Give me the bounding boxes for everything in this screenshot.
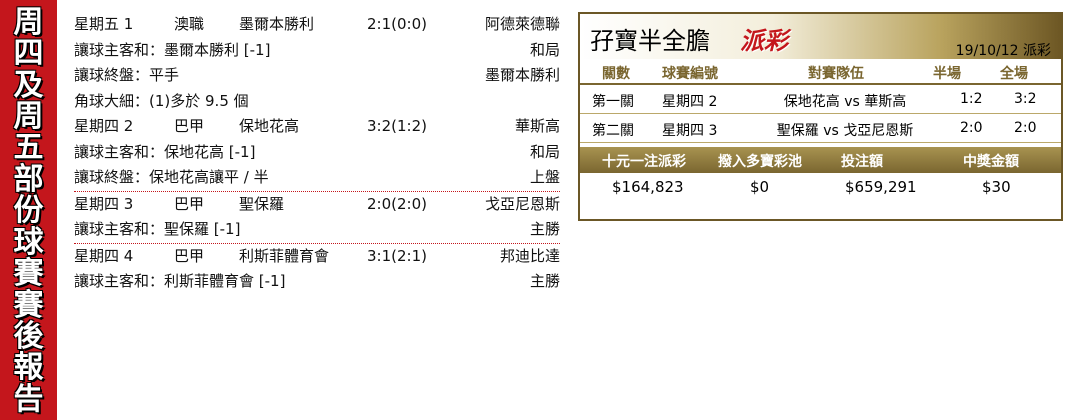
full-cell: 3:2 [1014,91,1037,107]
header-teams: 對賽隊伍 [808,66,864,82]
code-cell: 星期四 3 [662,123,718,139]
stage-cell: 第二關 [592,123,634,139]
table-row: 第二關 星期四 3 聖保羅 vs 戈亞尼恩斯 2:0 2:0 [580,114,1061,143]
payout-header-jackpot: 撥入多寶彩池 [718,154,802,170]
bet-label: 讓球主客和：利斯菲體育會 [-1] [74,272,286,290]
bet-result-row: 讓球主客和：墨爾本勝利 [-1] 和局 [74,38,560,64]
home-team: 利斯菲體育會 [239,246,330,265]
home-team: 聖保羅 [239,194,285,213]
match-day: 星期四 3 [74,194,134,213]
match-league: 巴甲 [174,117,205,135]
half-cell: 1:2 [960,91,983,107]
bet-value: 和局 [529,40,560,59]
bet-result-row: 讓球主客和：利斯菲體育會 [-1] 主勝 [74,269,560,295]
winning-value: $30 [982,178,1011,196]
away-team: 華斯高 [514,117,560,135]
results-list: 星期五 1 澳職 墨爾本勝利 2:1(0:0) 阿德萊德聯 讓球主客和：墨爾本勝… [74,12,560,295]
teams-cell: 聖保羅 vs 戈亞尼恩斯 [776,123,914,139]
banner-char: 份 [13,193,44,229]
banner-char: 告 [13,381,44,417]
match-score: 2:0(2:0) [367,194,427,213]
table-header: 關數 球賽編號 對賽隊伍 半場 全場 [580,59,1061,85]
bet-result-row: 讓球終盤：保地花高讓平 / 半 上盤 [74,165,560,191]
bet-value: 主勝 [529,220,560,238]
header-stage: 關數 [602,66,630,82]
bet-result-row: 讓球終盤：平手 墨爾本勝利 [74,63,560,89]
bet-label: 讓球主客和：保地花高 [-1] [74,142,256,161]
bet-result-row: 角球大細：(1)多於 9.5 個 [74,89,560,115]
dotted-divider [74,242,560,244]
payout-header-dividend: 十元一注派彩 [602,154,686,170]
dividend-panel: 孖寶半全膽 派彩 19/10/12 派彩 關數 球賽編號 對賽隊伍 半場 全場 … [578,12,1063,221]
match-row: 星期四 2 巴甲 保地花高 3:2(1:2) 華斯高 [74,114,560,140]
header-half: 半場 [933,66,961,82]
home-team: 墨爾本勝利 [239,15,315,33]
match-row: 星期四 3 巴甲 聖保羅 2:0(2:0) 戈亞尼恩斯 [74,192,560,218]
match-day: 星期四 2 [74,117,134,135]
away-team: 邦迪比達 [499,246,560,265]
turnover-value: $659,291 [845,178,917,196]
match-row: 星期五 1 澳職 墨爾本勝利 2:1(0:0) 阿德萊德聯 [74,12,560,38]
banner-char: 周 [13,4,44,40]
half-cell: 2:0 [960,120,983,136]
bet-value: 墨爾本勝利 [484,66,560,84]
banner-char: 球 [13,224,44,260]
table-row: 第一關 星期四 2 保地花高 vs 華斯高 1:2 3:2 [580,85,1061,114]
dividend-value: $164,823 [612,178,684,196]
payout-header: 十元一注派彩 撥入多寶彩池 投注額 中獎金額 [580,147,1061,173]
payout-header-turnover: 投注額 [841,154,883,170]
banner-char: 五 [13,130,44,166]
bet-label: 讓球主客和：墨爾本勝利 [-1] [74,40,271,59]
banner-char: 賽 [13,287,44,323]
match-score: 2:1(0:0) [367,15,427,33]
payout-row: $164,823 $0 $659,291 $30 [580,173,1061,201]
banner-char: 周 [13,99,44,135]
stage-cell: 第一關 [592,94,634,110]
match-day: 星期四 4 [74,246,134,265]
away-team: 戈亞尼恩斯 [484,194,560,213]
match-score: 3:2(1:2) [367,117,427,135]
match-league: 巴甲 [174,246,205,265]
bet-label: 角球大細：(1)多於 9.5 個 [74,91,249,110]
full-cell: 2:0 [1014,120,1037,136]
banner-char: 後 [13,318,44,354]
bet-label: 讓球終盤：保地花高讓平 / 半 [74,168,269,186]
banner-char: 及 [13,67,44,103]
jackpot-value: $0 [750,178,770,196]
away-team: 阿德萊德聯 [484,15,560,33]
teams-cell: 保地花高 vs 華斯高 [783,94,907,110]
header-full: 全場 [1000,66,1028,82]
bet-value: 主勝 [529,272,560,290]
bet-value: 和局 [529,142,560,161]
match-day: 星期五 1 [74,15,134,33]
match-score: 3:1(2:1) [367,246,427,265]
bet-result-row: 讓球主客和：聖保羅 [-1] 主勝 [74,217,560,243]
banner-char: 報 [13,350,44,386]
payout-header-winning: 中獎金額 [963,154,1019,170]
bet-label: 讓球主客和：聖保羅 [-1] [74,220,241,238]
panel-header: 孖寶半全膽 派彩 19/10/12 派彩 [580,14,1061,59]
home-team: 保地花高 [239,117,300,135]
banner-char: 四 [13,36,44,72]
code-cell: 星期四 2 [662,94,718,110]
banner-char: 部 [13,161,44,197]
payout-badge: 派彩 [740,26,788,55]
banner-char: 賽 [13,256,44,292]
bet-label: 讓球終盤：平手 [74,66,180,84]
header-code: 球賽編號 [662,66,718,82]
panel-title: 孖寶半全膽 [590,27,710,55]
bet-result-row: 讓球主客和：保地花高 [-1] 和局 [74,140,560,166]
dotted-divider [74,190,560,192]
match-row: 星期四 4 巴甲 利斯菲體育會 3:1(2:1) 邦迪比達 [74,244,560,270]
match-league: 澳職 [174,15,205,33]
payout-date: 19/10/12 派彩 [955,43,1051,59]
bet-value: 上盤 [529,168,560,186]
side-banner: 周 四 及 周 五 部 份 球 賽 賽 後 報 告 [0,0,57,420]
match-league: 巴甲 [174,194,205,213]
